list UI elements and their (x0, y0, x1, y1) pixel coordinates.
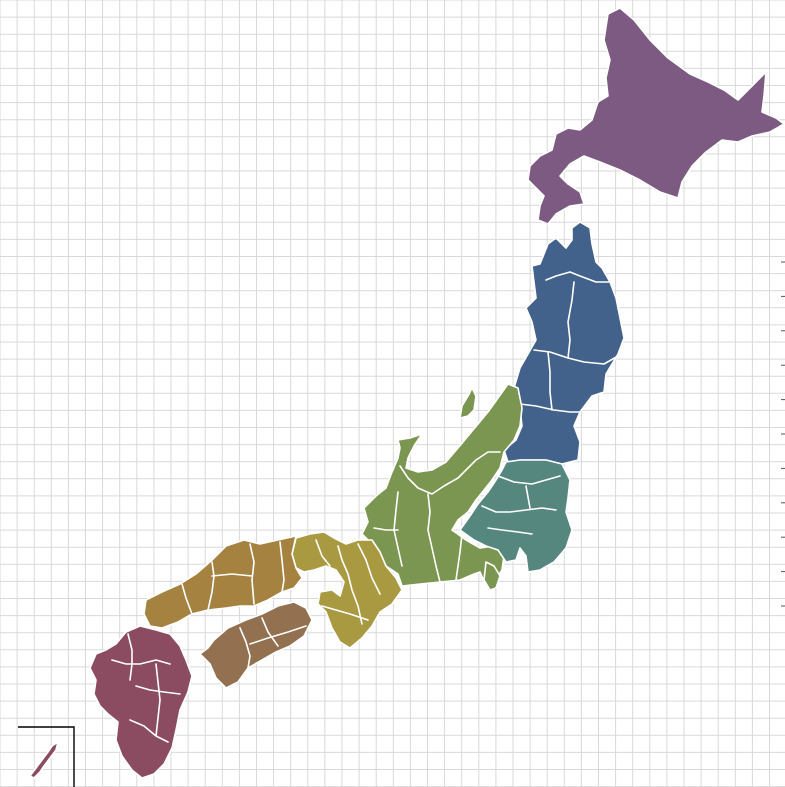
region-kyushu[interactable] (89, 625, 193, 779)
kyushu-island[interactable] (89, 625, 193, 779)
okinawa-islands[interactable] (29, 741, 59, 779)
region-hokkaido[interactable] (527, 7, 785, 225)
region-tohoku[interactable] (503, 221, 625, 465)
inset-frame (18, 726, 75, 787)
kansai-area[interactable] (291, 531, 403, 649)
sado-island[interactable] (459, 387, 477, 419)
right-edge-ticks (781, 261, 785, 607)
izu-peninsula (483, 561, 501, 591)
shikoku-island[interactable] (199, 601, 313, 689)
tohoku-area[interactable] (503, 221, 625, 465)
region-chubu[interactable] (361, 383, 523, 587)
region-chugoku[interactable] (143, 535, 303, 629)
region-kanto[interactable] (459, 459, 573, 573)
okinawa-inset (18, 726, 75, 787)
chugoku-area[interactable] (143, 535, 303, 629)
chubu-area[interactable] (361, 383, 523, 587)
region-kansai[interactable] (291, 531, 403, 649)
kanto-area[interactable] (459, 459, 573, 573)
region-shikoku[interactable] (199, 601, 313, 689)
hokkaido-island[interactable] (527, 7, 785, 225)
